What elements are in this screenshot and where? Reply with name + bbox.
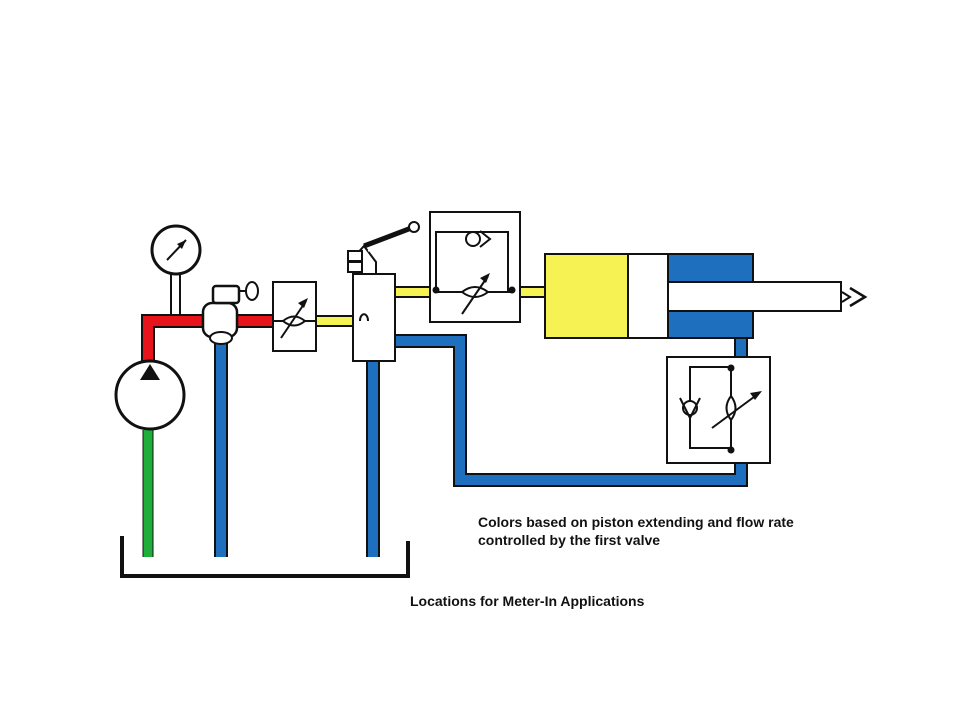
double-arrow-icon — [841, 286, 868, 308]
flow-control-valve-1 — [272, 281, 317, 352]
pressure-gauge — [150, 224, 202, 315]
flow-control-valve-3 — [666, 356, 771, 464]
flow-control-valve-2 — [429, 211, 521, 323]
diagram-title: Locations for Meter-In Applications — [410, 593, 645, 609]
reservoir-tank — [120, 536, 410, 578]
hydraulic-cylinder — [544, 253, 842, 339]
diagram-note-line-2: controlled by the first valve — [478, 532, 661, 548]
hydraulic-pump — [114, 359, 186, 431]
relief-valve — [201, 281, 259, 345]
directional-control-valve — [347, 221, 420, 362]
diagram-note-line-1: Colors based on piston extending and flo… — [478, 514, 794, 530]
